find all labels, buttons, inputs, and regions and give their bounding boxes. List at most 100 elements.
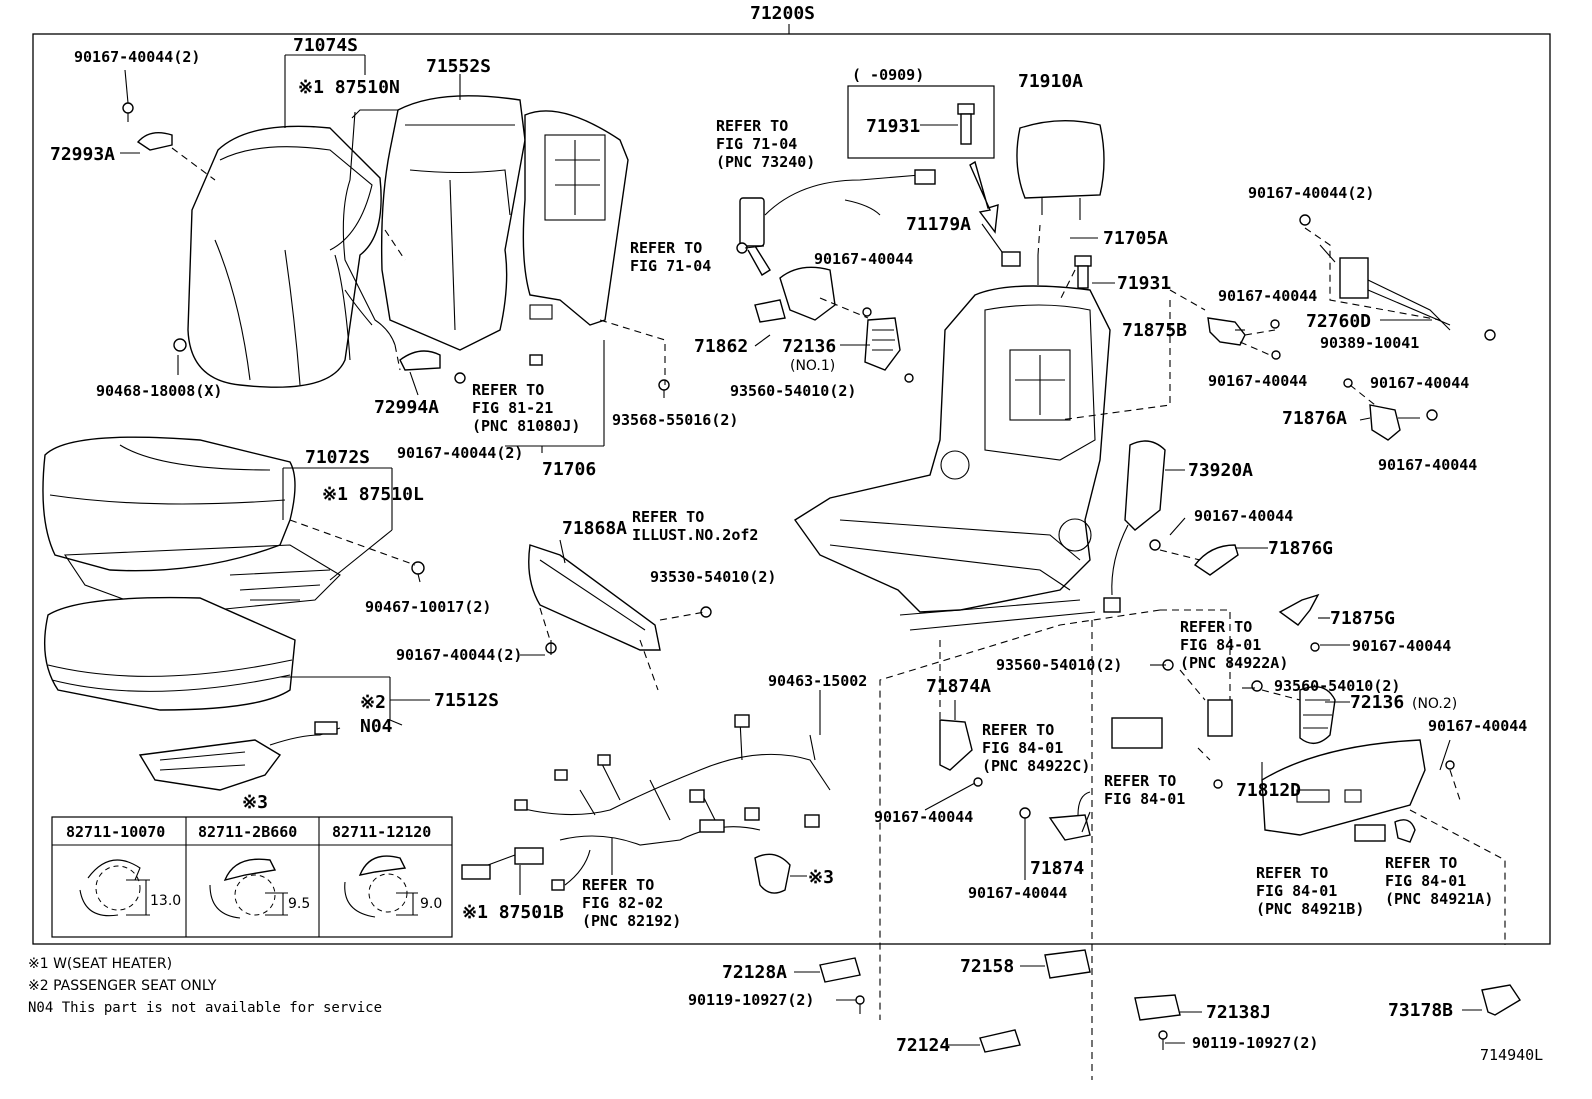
occupant-sensor-mat-drawing — [138, 721, 341, 791]
label-71876a: 71876A — [1282, 408, 1347, 429]
clip-dim-2: 9.5 — [288, 896, 310, 912]
part-labels: 90167-40044(2) 71074S ※1 87510N 71552S 7… — [50, 35, 1527, 1056]
cushion-pad-drawing — [43, 596, 296, 711]
seat-frame-drawing — [793, 255, 1111, 631]
label-71072s: 71072S — [305, 447, 370, 468]
label-71868a: 71868A — [562, 518, 627, 539]
label-72158: 72158 — [960, 956, 1014, 977]
label-note-3-clip: ※3 — [808, 867, 834, 888]
date-range-box — [847, 85, 995, 159]
label-n04: N04 — [360, 716, 393, 737]
label-pnc-84922a: (PNC 84922A) — [1180, 654, 1288, 672]
label-fig-71-04-b: FIG 71-04 — [630, 257, 711, 275]
label-71552s: 71552S — [426, 56, 491, 77]
seatback-frame-drawing — [522, 110, 629, 326]
label-fig-82-02: FIG 82-02 — [582, 894, 663, 912]
label-71875g: 71875G — [1330, 608, 1395, 629]
shield-71868a-drawing — [528, 544, 661, 651]
label-90468-18008: 90468-18008(X) — [96, 382, 222, 400]
label-90389-10041: 90389-10041 — [1320, 334, 1419, 352]
clip-dim-1: 13.0 — [150, 893, 181, 909]
label-73920a: 73920A — [1188, 460, 1253, 481]
label-pnc-82192: (PNC 82192) — [582, 912, 681, 930]
label-71874a: 71874A — [926, 676, 991, 697]
headrest-support-drawing — [1074, 255, 1092, 289]
headrest-support-box-drawing — [957, 103, 975, 145]
label-refer-to-81-21: REFER TO — [472, 381, 544, 399]
label-71862: 71862 — [694, 336, 748, 357]
label-refer-to-84-01-d: REFER TO — [1256, 864, 1328, 882]
part-73178b-drawing — [1481, 984, 1521, 1016]
label-90167-40044-e: 90167-40044 — [874, 808, 973, 826]
label-refer-to-84-01-b: REFER TO — [1104, 772, 1176, 790]
label-90167-40044-j: 90167-40044 — [1378, 456, 1477, 474]
label-pnc-73240: (PNC 73240) — [716, 153, 815, 171]
label-refer-to-illust: REFER TO — [632, 508, 704, 526]
label-90167-40044-2-c: 90167-40044(2) — [396, 646, 522, 664]
label-90167-40044-h: 90167-40044 — [1208, 372, 1307, 390]
seatbelt-buckle-drawing — [736, 169, 936, 276]
right-bracket-drawings — [1111, 317, 1438, 789]
part-72124-drawing — [979, 1029, 1021, 1053]
label-refer-to-71-04-b: REFER TO — [630, 239, 702, 257]
side-cover-71862-drawing — [754, 266, 836, 323]
label-87510n: ※1 87510N — [298, 77, 400, 98]
label-72760d: 72760D — [1306, 311, 1371, 332]
label-fig-84-01-b: FIG 84-01 — [1104, 790, 1185, 808]
note-2: ※2 PASSENGER SEAT ONLY — [28, 978, 217, 994]
headrest-guide-drawing — [1001, 251, 1021, 267]
part-72158-drawing — [1044, 949, 1091, 979]
label-refer-to-84-01-a: REFER TO — [982, 721, 1054, 739]
side-airbag-drawing — [1103, 440, 1166, 613]
clip-table-title: ※3 — [242, 792, 268, 813]
label-illust-no-2of2: ILLUST.NO.2of2 — [632, 526, 758, 544]
assembly-number: 71200S — [750, 3, 815, 24]
label-71876g: 71876G — [1268, 538, 1333, 559]
part-72128a-drawing — [819, 957, 861, 983]
leader-lines — [120, 54, 1482, 1046]
cushion-cover-drawing — [42, 436, 296, 572]
label-93568-55016: 93568-55016(2) — [612, 411, 738, 429]
label-90119-10927-b: 90119-10927(2) — [1192, 1034, 1318, 1052]
clip-table-header-1: 82711-10070 — [66, 823, 165, 841]
label-72124: 72124 — [896, 1035, 950, 1056]
label-fig-71-04-a: FIG 71-04 — [716, 135, 797, 153]
label-fig-81-21: FIG 81-21 — [472, 399, 553, 417]
seatback-heater-drawing — [342, 111, 396, 346]
label-90463-15002: 90463-15002 — [768, 672, 867, 690]
label-no-1: (NO.1) — [790, 358, 835, 374]
clip-12120-drawing — [344, 855, 418, 918]
label-93560-54010-c: 93560-54010(2) — [1274, 677, 1400, 695]
label-71512s: 71512S — [434, 690, 499, 711]
label-90167-40044-i: 90167-40044 — [1370, 374, 1469, 392]
label-fig-84-01-a: FIG 84-01 — [982, 739, 1063, 757]
label-pnc-81080j: (PNC 81080J) — [472, 417, 580, 435]
label-90167-40044-l: 90167-40044 — [1352, 637, 1451, 655]
headrest-drawing — [1016, 119, 1105, 220]
label-refer-to-71-04-a: REFER TO — [716, 117, 788, 135]
clip-table-header-3: 82711-12120 — [332, 823, 431, 841]
label-71875b: 71875B — [1122, 320, 1187, 341]
label-refer-to-84-01-e: REFER TO — [1385, 854, 1457, 872]
label-90167-40044-d: 90167-40044 — [814, 250, 913, 268]
label-87510l: ※1 87510L — [322, 484, 424, 505]
recliner-cable-drawing — [1299, 214, 1496, 341]
label-93530-54010: 93530-54010(2) — [650, 568, 776, 586]
label-90167-40044-f: 90167-40044 — [968, 884, 1067, 902]
label-72994a: 72994A — [374, 397, 439, 418]
label-90167-40044-g: 90167-40044 — [1218, 287, 1317, 305]
clip-10070-drawing — [79, 859, 150, 917]
label-90119-10927-a: 90119-10927(2) — [688, 991, 814, 1009]
label-refer-to-82-02: REFER TO — [582, 876, 654, 894]
outer-shield-71812d-drawing — [1261, 739, 1455, 843]
label-90167-40044-k: 90167-40044 — [1194, 507, 1293, 525]
note-1: ※1 W(SEAT HEATER) — [28, 956, 172, 972]
clip-2b660-drawing — [209, 858, 288, 919]
harness-87501b-drawing — [461, 847, 544, 880]
label-71874: 71874 — [1030, 858, 1084, 879]
label-73178b: 73178B — [1388, 1000, 1453, 1021]
label-71074s: 71074S — [293, 35, 358, 56]
figure-id: 714940L — [1480, 1046, 1543, 1064]
label-87501b: ※1 87501B — [462, 902, 564, 923]
label-93560-54010-a: 93560-54010(2) — [730, 382, 856, 400]
